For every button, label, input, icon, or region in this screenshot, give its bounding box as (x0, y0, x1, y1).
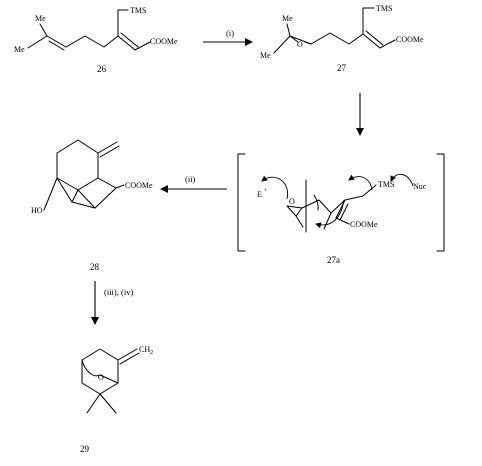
c27a-tick (313, 194, 319, 211)
c29-ether-bridge (81, 359, 119, 384)
compound-27: Me Me O TMS COOMe 27 (260, 4, 424, 73)
c29-exo-methylene-inner (119, 352, 140, 365)
c26-chain (65, 35, 119, 48)
c27-ester-bond (379, 39, 396, 49)
c26-bond (46, 35, 67, 48)
c27-chain (310, 32, 364, 45)
c26-ester-bond (134, 41, 151, 51)
c26-bond (117, 35, 136, 51)
curly-arrow-nucleophile (390, 174, 414, 187)
c26-tms-label: TMS (130, 6, 146, 15)
c26-number: 26 (97, 64, 107, 74)
arrow-step-iii-iv: (iii), (iv) (91, 281, 133, 325)
c29-number: 29 (80, 444, 90, 454)
c26-double-bond-inner (48, 40, 65, 51)
curly-arrow-silyl (348, 174, 373, 191)
c26-double-bond-inner (120, 32, 139, 48)
c29-oxygen-label: O (98, 373, 104, 382)
right-bracket (436, 153, 445, 252)
c28-number: 28 (90, 262, 100, 272)
c28-ester-label: COOMe (125, 181, 153, 190)
step-iii-iv-label: (iii), (iv) (104, 287, 133, 297)
c26-ch2-tms-bond (117, 9, 129, 37)
step-i-label: (i) (226, 28, 234, 38)
c28-gem-dimethyl (71, 189, 96, 209)
c27a-double-bond-inner (339, 203, 349, 221)
arrow-step-i: (i) (203, 28, 253, 46)
c29-methylene-label: CH2 (139, 345, 153, 356)
c26-bond (39, 23, 48, 37)
c27a-number: 27a (327, 255, 340, 265)
c28-exo-methylene-inner (99, 145, 120, 158)
c27a-chain (301, 199, 346, 214)
step-ii-label: (ii) (185, 174, 196, 184)
intermediate-27a: E + O COOMe TMS Nuc 27a (237, 153, 445, 265)
c27a-oxygen-label: O (289, 197, 295, 206)
c27-double-bond-inner (365, 30, 384, 46)
compound-29: O CH2 29 (80, 345, 153, 454)
c26-methyl-top-label: Me (35, 14, 46, 23)
c27-oxygen-label: O (297, 40, 303, 49)
c27-number: 27 (337, 63, 347, 73)
compound-26: Me Me TMS COOMe 26 (14, 6, 178, 74)
c27-ch2-tms-bond (362, 7, 375, 35)
c27a-nucleophile-label: Nuc (413, 182, 427, 191)
c29-gem-dimethyl (86, 393, 117, 414)
c26-methyl-left-label: Me (14, 45, 25, 54)
c28-hydroxyl-label: HO (31, 206, 43, 215)
c27-epoxide-co (304, 41, 312, 45)
c28-ring-lower (56, 177, 117, 209)
c28-exo-methylene (97, 141, 118, 154)
c27-bond (362, 33, 381, 49)
c27-bond (273, 35, 291, 54)
compound-28: COOMe HO 28 (31, 139, 153, 272)
c27-methyl-left-label: Me (260, 51, 271, 60)
c27a-bond (295, 215, 304, 228)
c27a-bond (335, 199, 346, 219)
c27a-ester-label: COOMe (350, 220, 378, 229)
c27a-ester-bond (335, 217, 350, 225)
c27a-electrophile-label: E (257, 190, 262, 199)
c27a-tms-label: TMS (378, 180, 394, 189)
curly-arrow-to-electrophile (261, 175, 289, 200)
c27-ester-label: COOMe (396, 35, 424, 44)
arrow-step-ii: (ii) (160, 174, 227, 193)
left-bracket (237, 153, 246, 252)
c26-bond (27, 35, 48, 49)
c27-tms-label: TMS (376, 4, 392, 13)
c28-ester-bond (97, 177, 125, 189)
c28-cyclohexane-ring (56, 139, 99, 191)
c27-methyl-top-label: Me (282, 14, 293, 23)
c29-exo-methylene (117, 348, 138, 361)
c27a-electrophile-charge: + (264, 188, 268, 194)
c28-hydroxyl-bond (43, 177, 58, 211)
c27a-epoxide (286, 205, 303, 217)
c26-ester-label: COOMe (150, 37, 178, 46)
c27a-bond (323, 212, 332, 230)
c27-bond (286, 23, 291, 37)
c27-epoxide-co (289, 35, 299, 43)
